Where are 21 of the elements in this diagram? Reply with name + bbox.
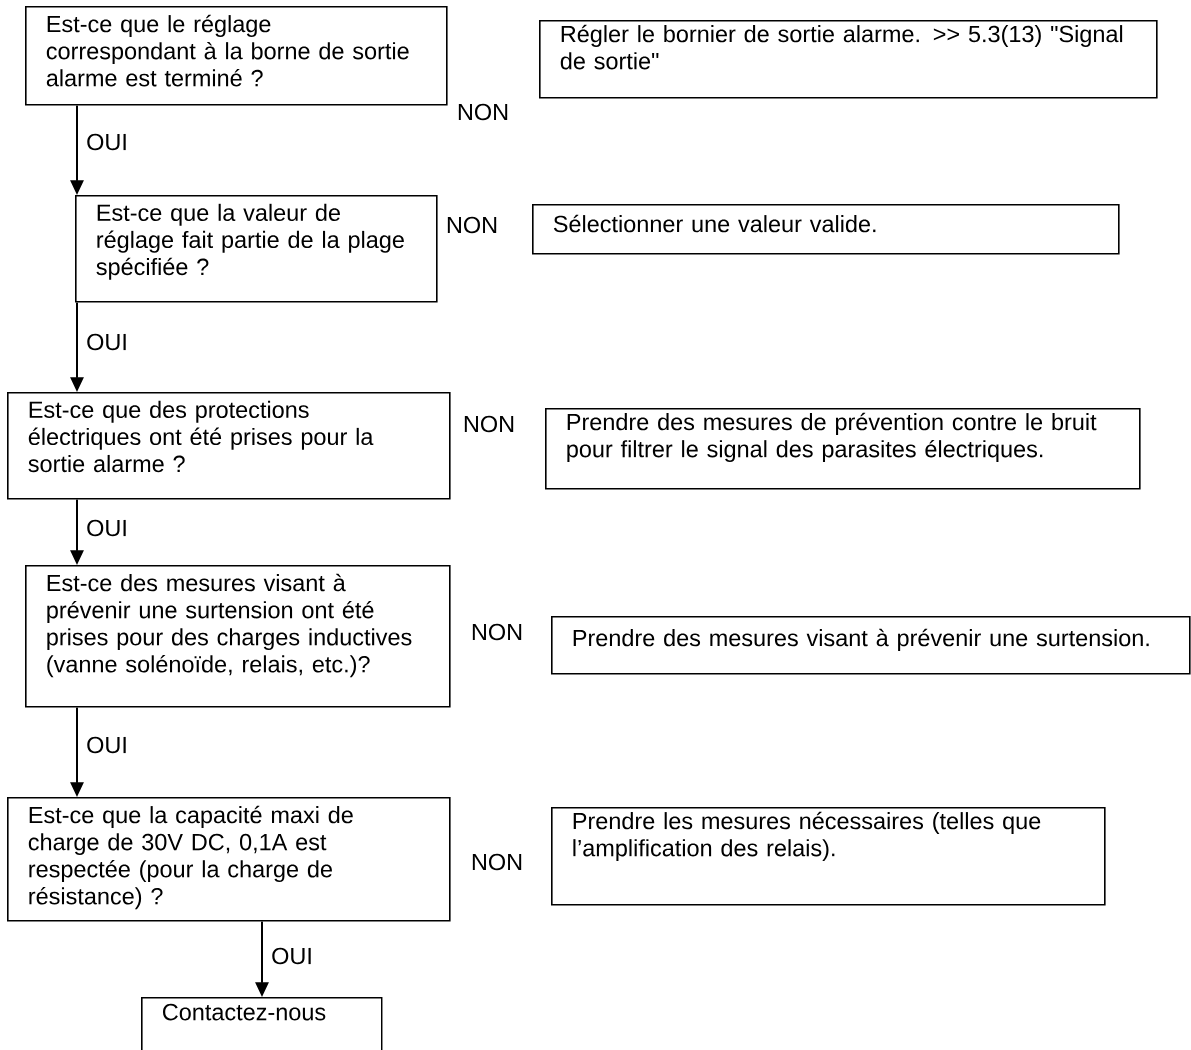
process-box: Prendre des mesures de prévention contre le bruit pour filtrer le signal des parasites électriques. xyxy=(545,408,1141,490)
edge-label: OUI xyxy=(87,333,126,351)
process-box: Est-ce des mesures visant à prévenir une surtension ont été prises pour des charges inductives (vanne solénoïde, relais, etc.)? xyxy=(25,565,451,708)
edge-label: OUI xyxy=(87,133,126,151)
edge-label: OUI xyxy=(87,519,126,537)
edge-label: OUI xyxy=(272,947,311,965)
branch-label: NON xyxy=(447,216,497,234)
branch-label: NON xyxy=(472,623,522,641)
process-box: Régler le bornier de sortie alarme. >> 5.3(13) "Signal de sortie" xyxy=(539,20,1158,99)
process-box: Est-ce que la valeur de réglage fait partie de la plage spécifiée ? xyxy=(75,195,438,303)
process-box: Est-ce que des protections électriques ont été prises pour la sortie alarme ? xyxy=(7,392,451,500)
process-box: Prendre des mesures visant à prévenir une surtension. xyxy=(551,616,1191,675)
branch-label: NON xyxy=(472,853,522,871)
process-box: Contactez-nous xyxy=(141,997,383,1050)
process-box: Prendre les mesures nécessaires (telles que l’amplification des relais). xyxy=(551,807,1106,906)
branch-label: NON xyxy=(464,415,514,433)
process-box: Est-ce que le réglage correspondant à la borne de sortie alarme est terminé ? xyxy=(25,6,448,106)
process-box: Sélectionner une valeur valide. xyxy=(532,204,1120,255)
edge-label: OUI xyxy=(87,736,126,754)
branch-label: NON xyxy=(458,103,508,121)
process-box: Est-ce que la capacité maxi de charge de 30V DC, 0,1A est respectée (pour la charge de résistance) ? xyxy=(7,797,451,922)
